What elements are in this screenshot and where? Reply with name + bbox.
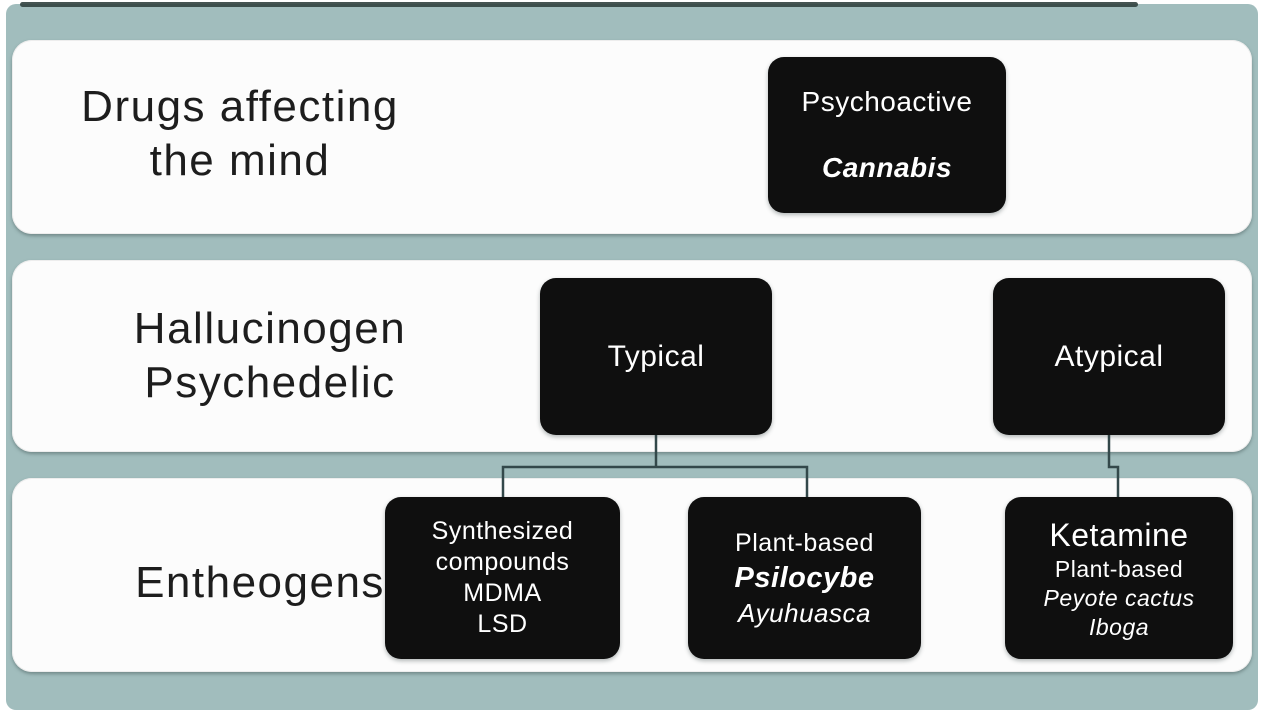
node-title: Psychoactive — [801, 86, 973, 117]
node-line: Plant-based — [735, 528, 874, 557]
node-line: LSD — [477, 610, 528, 638]
node-ketamine: Ketamine Plant-based Peyote cactus Iboga — [1005, 497, 1233, 659]
node-plant-based: Plant-based Psilocybe Ayuhuasca — [688, 497, 921, 659]
node-title: Atypical — [1054, 339, 1164, 373]
row-label-line: Drugs affecting — [81, 82, 399, 131]
node-line-ayuhuasca: Ayuhuasca — [738, 597, 871, 628]
node-line-psilocybe: Psilocybe — [734, 561, 875, 594]
row-label-line: Hallucinogen — [133, 304, 407, 353]
node-line: Synthesized — [431, 517, 574, 545]
row-label-line: Entheogens — [135, 558, 385, 607]
row-label-hallucinogen-psychedelic: Hallucinogen Psychedelic — [50, 302, 490, 410]
row-label-line: the mind — [149, 136, 331, 185]
node-typical: Typical — [540, 278, 772, 435]
top-edge-rule — [20, 2, 1138, 7]
row-label-line: Psychedelic — [144, 358, 396, 407]
band-drugs-affecting-the-mind — [12, 40, 1252, 234]
node-psychoactive: Psychoactive Cannabis — [768, 57, 1006, 213]
node-synthesized-compounds: Synthesized compounds MDMA LSD — [385, 497, 620, 659]
node-atypical: Atypical — [993, 278, 1225, 435]
node-title: Typical — [607, 339, 705, 373]
node-line: MDMA — [463, 579, 542, 607]
node-line-iboga: Iboga — [1088, 613, 1150, 640]
row-label-drugs-affecting-the-mind: Drugs affecting the mind — [40, 80, 440, 188]
node-line: Plant-based — [1054, 555, 1184, 582]
node-title: Ketamine — [1049, 516, 1189, 553]
node-line-peyote-cactus: Peyote cactus — [1043, 584, 1195, 611]
typical-branch-connector — [501, 435, 809, 499]
atypical-ketamine-connector — [1107, 435, 1120, 499]
row-label-entheogens: Entheogens — [60, 556, 460, 610]
node-line-cannabis: Cannabis — [821, 152, 953, 183]
node-line: compounds — [435, 548, 570, 576]
